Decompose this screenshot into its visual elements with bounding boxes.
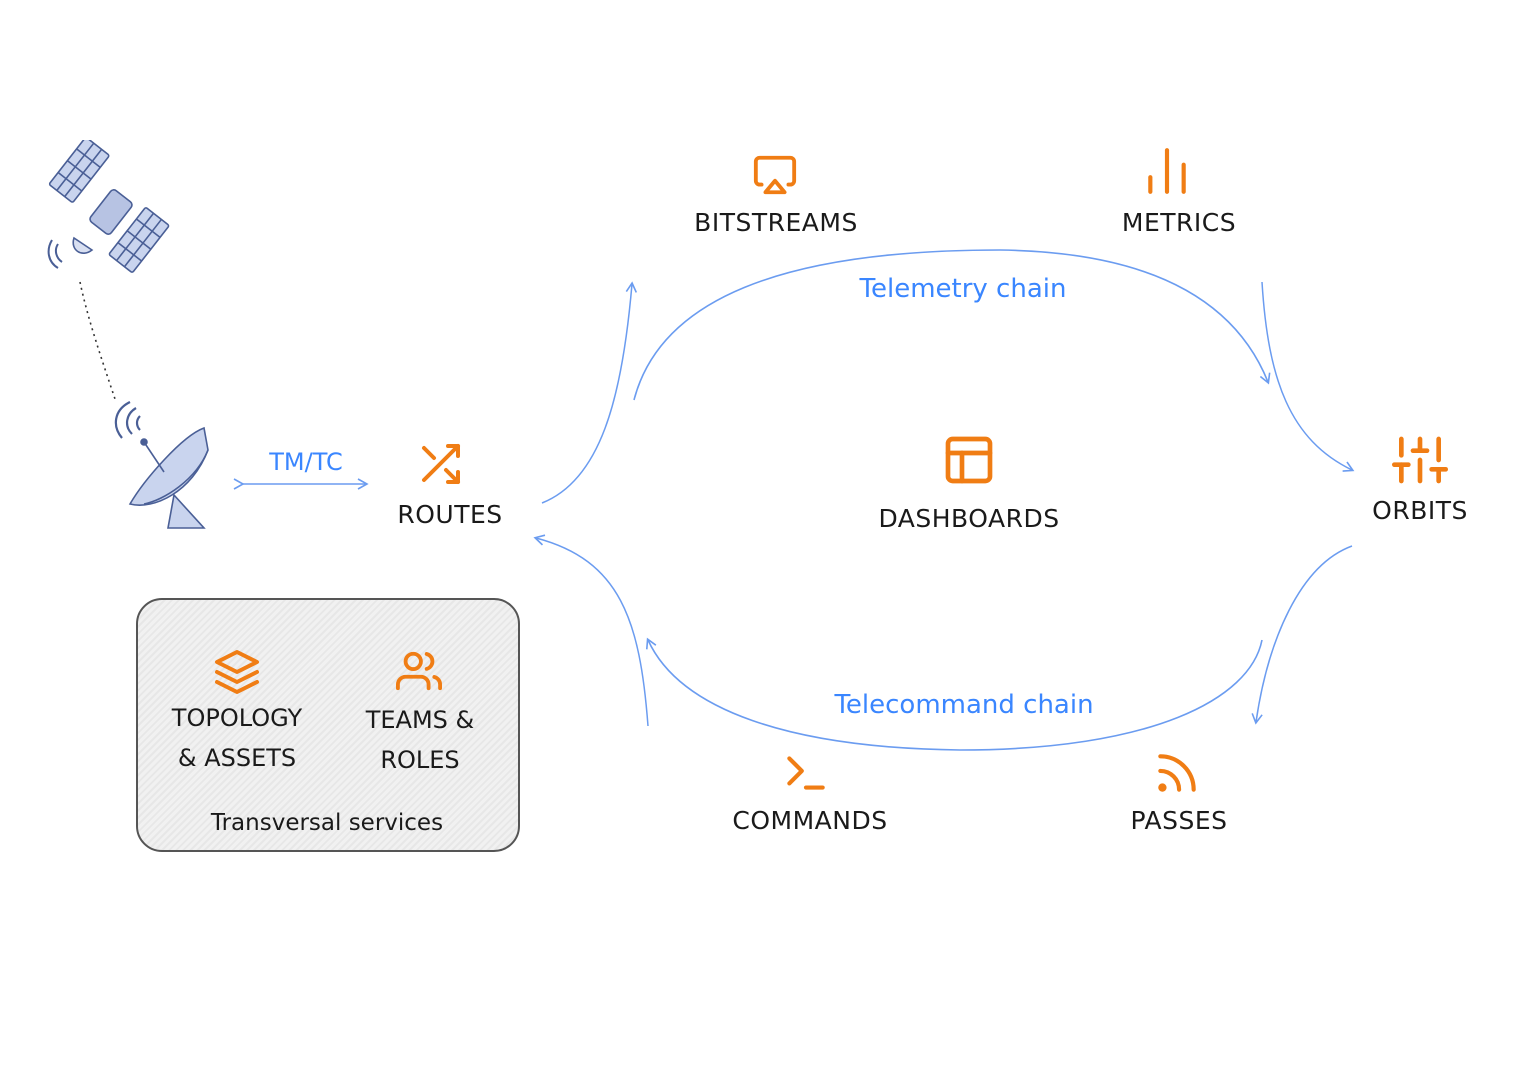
- tmtc-label: TM/TC: [269, 448, 343, 476]
- bar-chart-icon: [1148, 148, 1186, 194]
- node-metrics-label: METRICS: [1121, 208, 1237, 237]
- node-routes-label: ROUTES: [397, 500, 503, 529]
- service-topology-line2: & ASSETS: [177, 744, 297, 772]
- ground-antenna-icon: [114, 401, 209, 529]
- telecommand-chain-label: Telecommand chain: [834, 690, 1094, 720]
- telemetry-chain-label: Telemetry chain: [859, 274, 1067, 304]
- satellite-icon: [47, 140, 170, 273]
- service-teams-line2: ROLES: [380, 746, 460, 774]
- transversal-services-title: Transversal services: [210, 810, 444, 836]
- node-orbits-label: ORBITS: [1372, 496, 1468, 525]
- telemetry-chain-arc: [633, 249, 1271, 401]
- service-topology-line1: TOPOLOGY: [171, 704, 303, 732]
- telecommand-chain-arc: [645, 637, 1263, 751]
- service-topology-label: TOPOLOGY & ASSETS: [172, 698, 302, 778]
- commands-to-routes-arrow: [533, 534, 649, 727]
- node-commands-label: COMMANDS: [732, 806, 888, 835]
- service-teams-line1: TEAMS &: [365, 706, 475, 734]
- routes-to-bitstreams-arrow: [541, 281, 638, 504]
- node-bitstreams-label: BITSTREAMS: [694, 208, 858, 237]
- layout-icon: [945, 436, 993, 484]
- users-icon: [396, 651, 442, 691]
- uplink-dotted-line: [79, 281, 117, 403]
- layers-icon: [215, 650, 259, 694]
- shuffle-icon: [422, 444, 460, 484]
- orbits-to-passes-arrow: [1251, 545, 1353, 725]
- node-dashboards-label: DASHBOARDS: [878, 504, 1060, 533]
- node-passes-label: PASSES: [1130, 806, 1228, 835]
- transversal-services-box: [136, 598, 520, 852]
- terminal-icon: [787, 756, 825, 790]
- sliders-icon: [1392, 436, 1448, 484]
- signal-icon: [1158, 754, 1196, 792]
- service-teams-label: TEAMS & ROLES: [366, 700, 475, 780]
- airplay-icon: [753, 155, 797, 195]
